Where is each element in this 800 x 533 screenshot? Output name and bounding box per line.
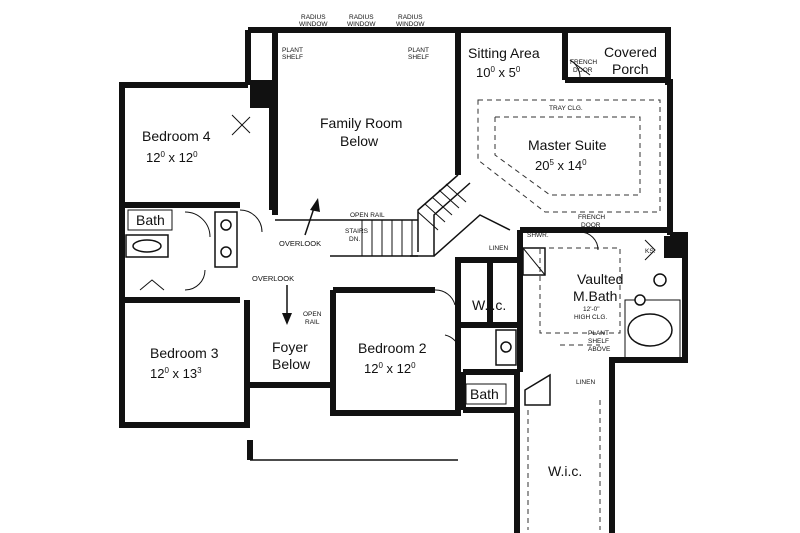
french-door-porch-l1: FRENCH — [570, 59, 597, 66]
family-room-below: Below — [340, 133, 379, 149]
vaulted-bath-note2: HIGH CLG. — [574, 314, 607, 321]
stairs — [361, 183, 467, 256]
open-rail-foyer-l1: OPEN — [303, 311, 322, 318]
vaulted-bath-note1: 12'-0" — [583, 306, 600, 313]
linen-bottom-label: LINEN — [576, 379, 595, 386]
plant-shelf-above-l1: PLANT — [588, 330, 609, 337]
tub-surround — [624, 299, 681, 359]
tray-ceiling-outer — [477, 99, 661, 213]
bath-lower-name: Bath — [470, 386, 499, 402]
linen-top-label: LINEN — [489, 245, 508, 252]
plant-shelf-right-l1: PLANT — [408, 47, 429, 54]
vaulted-bath-l2: M.Bath — [573, 288, 617, 304]
french-door-bath-l2: DOOR — [581, 222, 601, 229]
plant-shelf-block-left — [250, 80, 272, 108]
plant-shelf-left-l1: PLANT — [282, 47, 303, 54]
ks-label: KS. — [645, 248, 656, 255]
french-door-porch-l2: DOOR — [573, 67, 593, 74]
master-suite-name: Master Suite — [528, 137, 607, 153]
radius-window-2-l2: WINDOW — [347, 21, 376, 28]
tray-clg-label: TRAY CLG. — [549, 105, 583, 112]
porch-details — [565, 59, 668, 83]
covered-porch-l1: Covered — [604, 44, 657, 60]
stairs-label-l1: STAIRS — [345, 228, 369, 235]
open-rail-top-label: OPEN RAIL — [350, 212, 385, 219]
stairs-label-l2: DN. — [349, 236, 360, 243]
covered-porch-l2: Porch — [612, 61, 649, 77]
radius-window-3-l1: RADIUS — [398, 14, 423, 21]
ks-block — [664, 236, 684, 258]
sink-2 — [634, 294, 646, 306]
wic-large-name: W.i.c. — [548, 463, 582, 479]
bedroom3-dims: 120 x 133 — [150, 366, 202, 381]
sink-lower — [500, 341, 512, 353]
plant-shelf-above-l2: SHELF — [588, 338, 609, 345]
bedroom3-name: Bedroom 3 — [150, 345, 219, 361]
linen-shelves-lower — [524, 373, 551, 406]
overlook-lower-label: OVERLOOK — [252, 274, 294, 283]
sink-left-1 — [220, 219, 232, 231]
french-door-bath-l1: FRENCH — [578, 214, 605, 221]
radius-window-3-l2: WINDOW — [396, 21, 425, 28]
bedroom4-dims: 120 x 120 — [146, 150, 198, 165]
open-rail-foyer-l2: RAIL — [305, 319, 320, 326]
stair-walls — [275, 174, 511, 257]
tray-ceiling-inner — [494, 116, 641, 196]
bath-counter — [539, 247, 621, 334]
sink-1 — [653, 273, 667, 287]
bedroom2-dims: 120 x 120 — [364, 361, 416, 376]
plant-shelf-right-l2: SHELF — [408, 54, 429, 61]
vaulted-bath-l1: Vaulted — [577, 271, 623, 287]
plant-shelf-above-l3: ABOVE — [588, 346, 611, 353]
radius-window-2-l1: RADIUS — [349, 14, 374, 21]
foyer-name: Foyer — [272, 339, 308, 355]
plant-shelf-left-l2: SHELF — [282, 54, 303, 61]
master-suite-dims: 205 x 140 — [535, 158, 587, 173]
toilet-left — [132, 239, 162, 253]
bedroom2-name: Bedroom 2 — [358, 340, 427, 356]
overlook-arrows — [282, 198, 320, 325]
shwr-label: SHWR. — [527, 232, 549, 239]
bath-lower-label-box — [465, 383, 507, 405]
family-room-name: Family Room — [320, 115, 402, 131]
sitting-area-dims: 100 x 50 — [476, 65, 521, 80]
door-swings — [139, 114, 656, 351]
sink-left-2 — [220, 246, 232, 258]
overlook-upper-label: OVERLOOK — [279, 239, 321, 248]
radius-window-1-l2: WINDOW — [299, 21, 328, 28]
radius-window-1-l1: RADIUS — [301, 14, 326, 21]
foyer-below: Below — [272, 356, 311, 372]
bath-left-label-box — [127, 209, 173, 231]
sitting-area-name: Sitting Area — [468, 45, 540, 61]
bath-left-name: Bath — [136, 212, 165, 228]
bedroom4-name: Bedroom 4 — [142, 128, 211, 144]
tub — [627, 313, 673, 347]
wic-small-name: W.i.c. — [472, 297, 506, 313]
